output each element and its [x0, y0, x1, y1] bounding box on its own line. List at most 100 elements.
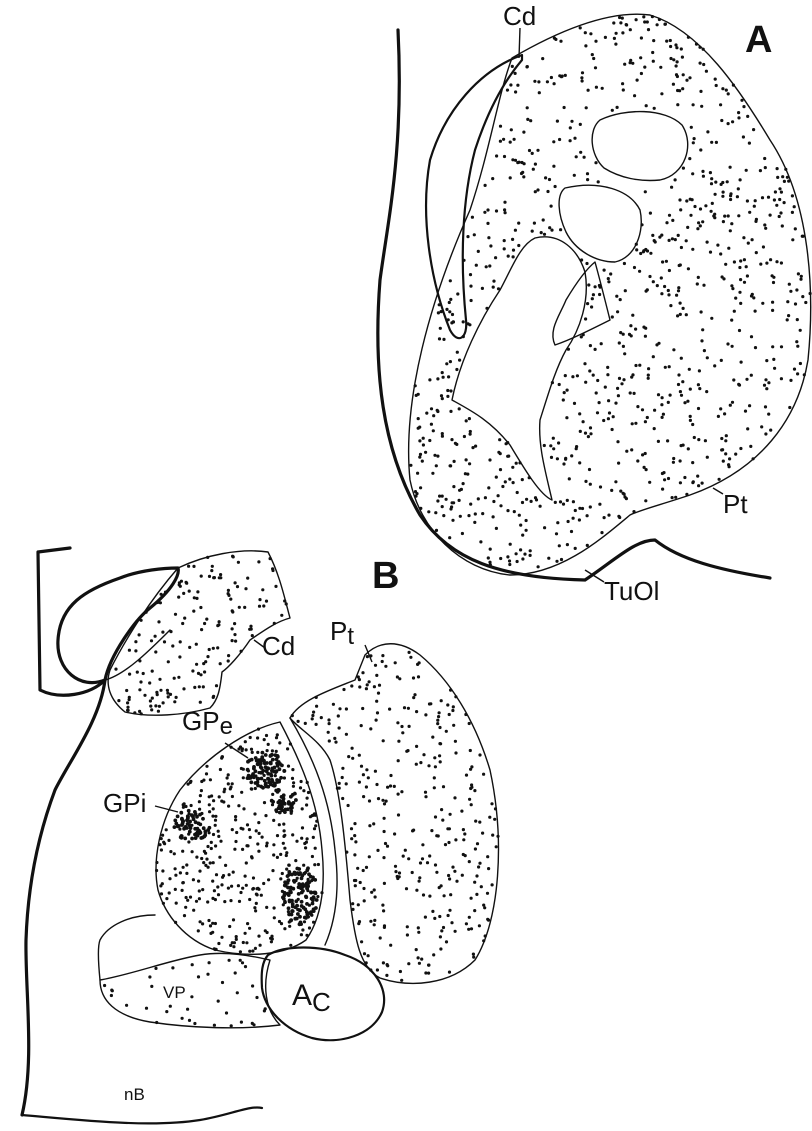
cell-dot — [693, 436, 696, 439]
cell-dot — [240, 650, 243, 653]
cell-dot — [454, 695, 457, 698]
cell-dot — [710, 317, 713, 320]
cell-dot — [202, 861, 205, 864]
cell-dot — [234, 840, 237, 843]
cell-dot — [706, 130, 709, 133]
cell-dot — [491, 883, 494, 886]
cell-dot — [383, 802, 386, 805]
cell-dot — [478, 924, 481, 927]
dense-cell-dot — [246, 768, 250, 772]
cell-dot — [161, 834, 164, 837]
cell-dot — [439, 327, 442, 330]
cell-dot — [652, 39, 655, 42]
cell-dot — [262, 604, 265, 607]
cell-dot — [734, 453, 737, 456]
cell-dot — [236, 585, 239, 588]
cell-dot — [424, 795, 427, 798]
cell-dot — [466, 235, 469, 238]
cell-dot — [261, 836, 264, 839]
cell-dot — [406, 925, 409, 928]
cell-dot — [686, 226, 689, 229]
dense-cell-dot — [195, 815, 199, 819]
cell-dot — [308, 926, 311, 929]
cell-dot — [688, 157, 691, 160]
dense-cell-dot — [305, 902, 309, 906]
cell-dot — [334, 741, 337, 744]
cell-dot — [702, 48, 705, 51]
cell-dot — [541, 57, 544, 60]
cell-dot — [492, 280, 495, 283]
cell-dot — [452, 501, 455, 504]
cell-dot — [748, 142, 751, 145]
cell-dot — [672, 348, 675, 351]
cell-dot — [528, 476, 531, 479]
cell-dot — [710, 210, 713, 213]
cell-dot — [289, 742, 292, 745]
cell-dot — [606, 373, 609, 376]
cell-dot — [229, 899, 232, 902]
cell-dot — [695, 43, 698, 46]
cell-dot — [788, 406, 791, 409]
cell-dot — [704, 439, 707, 442]
cell-dot — [353, 853, 356, 856]
panel-a: A Cd Pt TuOl — [378, 1, 812, 606]
dense-cell-dot — [201, 817, 205, 821]
cell-dot — [207, 866, 210, 869]
cell-dot — [554, 501, 557, 504]
cell-dot — [442, 785, 445, 788]
cell-dot — [803, 373, 806, 376]
cell-dot — [462, 320, 465, 323]
cell-dot — [578, 518, 581, 521]
cell-dot — [208, 648, 211, 651]
cell-dot — [436, 719, 439, 722]
cell-dot — [351, 908, 354, 911]
cell-dot — [285, 868, 288, 871]
cell-dot — [212, 833, 215, 836]
cell-dot — [441, 495, 444, 498]
cell-dot — [162, 701, 165, 704]
cell-dot — [266, 749, 269, 752]
cell-dot — [515, 462, 518, 465]
cell-dot — [271, 793, 274, 796]
cell-dot — [727, 92, 730, 95]
dense-cell-dot — [306, 880, 310, 884]
cell-dot — [793, 368, 796, 371]
cell-dot — [442, 514, 445, 517]
cell-dot — [796, 345, 799, 348]
dense-cell-dot — [283, 900, 287, 904]
cell-dot — [433, 917, 436, 920]
cell-dot — [688, 76, 691, 79]
cell-dot — [418, 962, 421, 965]
cell-dot — [236, 991, 239, 994]
cell-dot — [598, 401, 601, 404]
cell-dot — [419, 507, 422, 510]
cell-dot — [396, 877, 399, 880]
cell-dot — [499, 468, 502, 471]
cell-dot — [601, 87, 604, 90]
cell-dot — [378, 684, 381, 687]
cell-dot — [706, 456, 709, 459]
cell-dot — [660, 234, 663, 237]
cell-dot — [703, 349, 706, 352]
cell-dot — [428, 895, 431, 898]
cell-dot — [536, 188, 539, 191]
cell-dot — [730, 319, 733, 322]
cell-dot — [427, 510, 430, 513]
cell-dot — [667, 401, 670, 404]
cell-dot — [362, 887, 365, 890]
dense-cell-dot — [252, 765, 256, 769]
cell-dot — [647, 367, 650, 370]
cell-dot — [192, 909, 195, 912]
cell-dot — [369, 654, 372, 657]
cell-dot — [697, 438, 700, 441]
cell-dot — [158, 705, 161, 708]
dense-cell-dot — [288, 912, 292, 916]
cell-dot — [448, 877, 451, 880]
cell-dot — [229, 944, 232, 947]
cell-dot — [434, 815, 437, 818]
panel-b-letter: B — [372, 555, 399, 597]
cell-dot — [160, 593, 163, 596]
cell-dot — [408, 651, 411, 654]
cell-dot — [702, 175, 705, 178]
